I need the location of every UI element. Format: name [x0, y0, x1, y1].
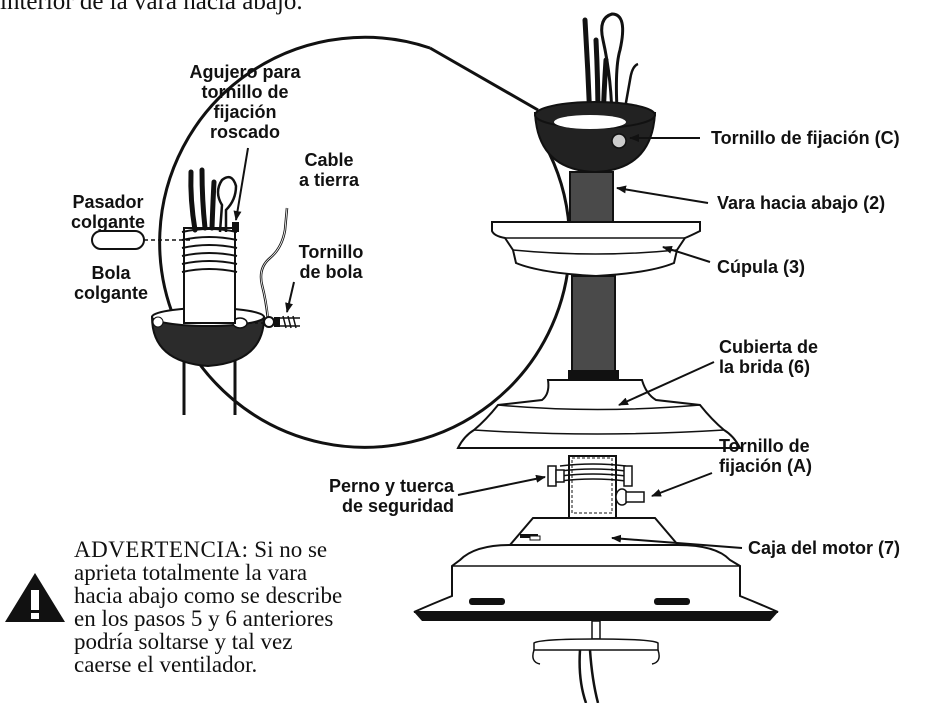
label-threaded-hole: Agujero para tornillo de fijación roscad… — [189, 62, 301, 142]
label-set-screw-a: Tornillo de fijación (A) — [719, 436, 812, 476]
label-hanger-pin: Pasador colgante — [70, 192, 145, 232]
label-motor-housing: Caja del motor (7) — [748, 538, 901, 558]
label-ball-screw: Tornillo de bola — [298, 242, 364, 282]
intro-text: interior de la vara hacia abajo. — [0, 0, 303, 15]
label-hanger-ball: Bola colgante — [73, 263, 148, 303]
label-ground-wire: Cable a tierra — [298, 150, 360, 190]
warning-body: Si no se aprieta totalmente la vara haci… — [74, 537, 343, 677]
inset-detail — [91, 35, 572, 449]
warning-title: ADVERTENCIA: — [74, 537, 249, 562]
fan-main-assembly — [413, 12, 779, 703]
label-flange-cover: Cubierta de la brida (6) — [719, 337, 819, 377]
label-bolt-nut: Perno y tuerca de seguridad — [328, 476, 454, 516]
label-downrod: Vara hacia abajo (2) — [717, 193, 886, 213]
warning-icon — [5, 573, 65, 622]
label-set-screw-c: Tornillo de fijación (C) — [711, 128, 900, 148]
warning-text: ADVERTENCIA: Si no se aprieta totalmente… — [74, 538, 354, 676]
label-canopy: Cúpula (3) — [717, 257, 805, 277]
set-screw-a — [615, 488, 645, 506]
